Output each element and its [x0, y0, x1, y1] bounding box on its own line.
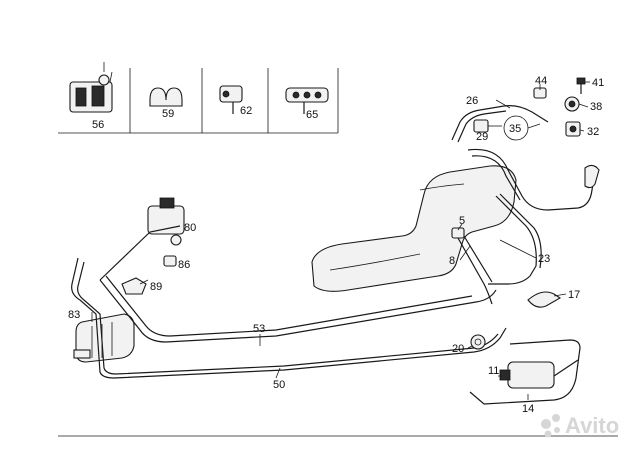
avito-watermark: Avito [541, 413, 619, 438]
callout-83: 83 [68, 309, 80, 321]
avito-logo-icon [541, 414, 560, 438]
fuel-filter-11 [499, 359, 579, 389]
bracket-part-89 [121, 277, 147, 295]
callout-20: 20 [452, 343, 464, 355]
purge-valve-80 [147, 197, 185, 246]
ring-part-38 [564, 96, 580, 112]
callout-86: 86 [178, 259, 190, 271]
callout-56: 56 [92, 119, 104, 131]
watermark-text: Avito [565, 413, 619, 438]
bolt-part-41 [576, 77, 586, 94]
callout-8: 8 [449, 255, 455, 267]
charcoal-canister-83 [73, 313, 135, 363]
connector-part-8 [457, 235, 493, 305]
fuel-tank [311, 165, 517, 292]
vent-hose-26 [451, 105, 549, 143]
fuel-line-53 [99, 225, 497, 343]
callout-5: 5 [459, 215, 465, 227]
clip-part-59 [149, 87, 183, 107]
callout-35: 35 [509, 123, 521, 135]
callout-23: 23 [538, 253, 550, 265]
callout-17: 17 [568, 289, 580, 301]
callout-29: 29 [476, 131, 488, 143]
callout-89: 89 [150, 281, 162, 293]
callout-59: 59 [162, 108, 174, 120]
line-part-14 [469, 339, 581, 405]
callout-14: 14 [522, 403, 534, 415]
clip-part-65 [285, 87, 329, 114]
callout-80: 80 [184, 222, 196, 234]
callout-11: 11 [488, 365, 499, 377]
callout-labels: 56 59 62 65 44 41 26 38 29 35 32 80 86 8… [68, 75, 604, 415]
parts-inset-box [58, 68, 339, 134]
callout-32: 32 [587, 126, 599, 138]
callout-38: 38 [590, 101, 602, 113]
callout-62: 62 [240, 105, 252, 117]
callout-41: 41 [592, 77, 604, 89]
leader-lines [91, 71, 590, 400]
clamp-part-86 [163, 255, 177, 267]
callout-53: 53 [253, 323, 265, 335]
sensor-part-32 [565, 121, 581, 137]
clip-part-62 [219, 85, 243, 114]
clamp-part-20 [470, 334, 486, 350]
strap-part-17 [527, 291, 562, 308]
callout-50: 50 [273, 379, 285, 391]
callout-65: 65 [306, 109, 318, 121]
valve-block-part-56 [69, 62, 113, 113]
callout-26: 26 [466, 95, 478, 107]
callout-44: 44 [535, 75, 547, 87]
filler-hoses [467, 148, 600, 285]
